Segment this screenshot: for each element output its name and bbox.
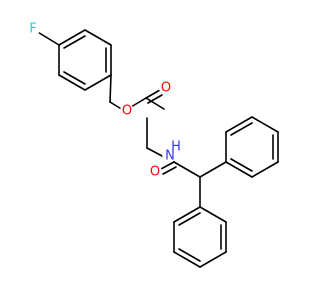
bond (230, 158, 253, 172)
bond (173, 206, 201, 223)
bond (160, 161, 175, 170)
ether-oxygen-label: O (122, 104, 132, 119)
amide-nitrogen-label: N (165, 149, 175, 164)
bond (147, 94, 163, 104)
bond (251, 116, 279, 133)
bond (199, 161, 227, 178)
bond (146, 147, 165, 158)
bond (109, 74, 112, 103)
fluorine-label: F (29, 22, 36, 37)
bond (145, 89, 161, 99)
bond (173, 161, 201, 178)
amide-oxygen-atom: O (148, 165, 162, 180)
bond (199, 206, 227, 223)
bond (145, 97, 165, 110)
bond (35, 30, 60, 46)
bond (251, 161, 279, 178)
bond (63, 71, 86, 85)
amide-oxygen-label: O (150, 165, 160, 180)
bond (63, 35, 86, 49)
bond (225, 116, 253, 133)
bond (162, 166, 177, 175)
ether-oxygen-atom: O (120, 104, 134, 119)
ester-carbonyl-oxygen-label: O (161, 81, 171, 96)
bond (58, 74, 86, 91)
bond (173, 251, 201, 268)
bond-layer (35, 29, 279, 268)
fluorine-atom: F (26, 22, 40, 37)
bond (225, 161, 253, 178)
bond (199, 251, 227, 268)
bond (230, 122, 253, 136)
amide-hydrogen-label: H (171, 140, 181, 155)
bond (130, 97, 147, 108)
bond (84, 29, 112, 46)
molecule-structure: F O O N H O (26, 21, 279, 268)
bond (178, 248, 201, 262)
bond (58, 29, 86, 46)
bond (84, 74, 112, 91)
ester-carbonyl-oxygen-atom: O (159, 81, 173, 96)
atom-label-layer: F O O N H O (26, 22, 181, 180)
amide-nitrogen-atom: N H (162, 140, 181, 164)
bond (178, 212, 201, 226)
